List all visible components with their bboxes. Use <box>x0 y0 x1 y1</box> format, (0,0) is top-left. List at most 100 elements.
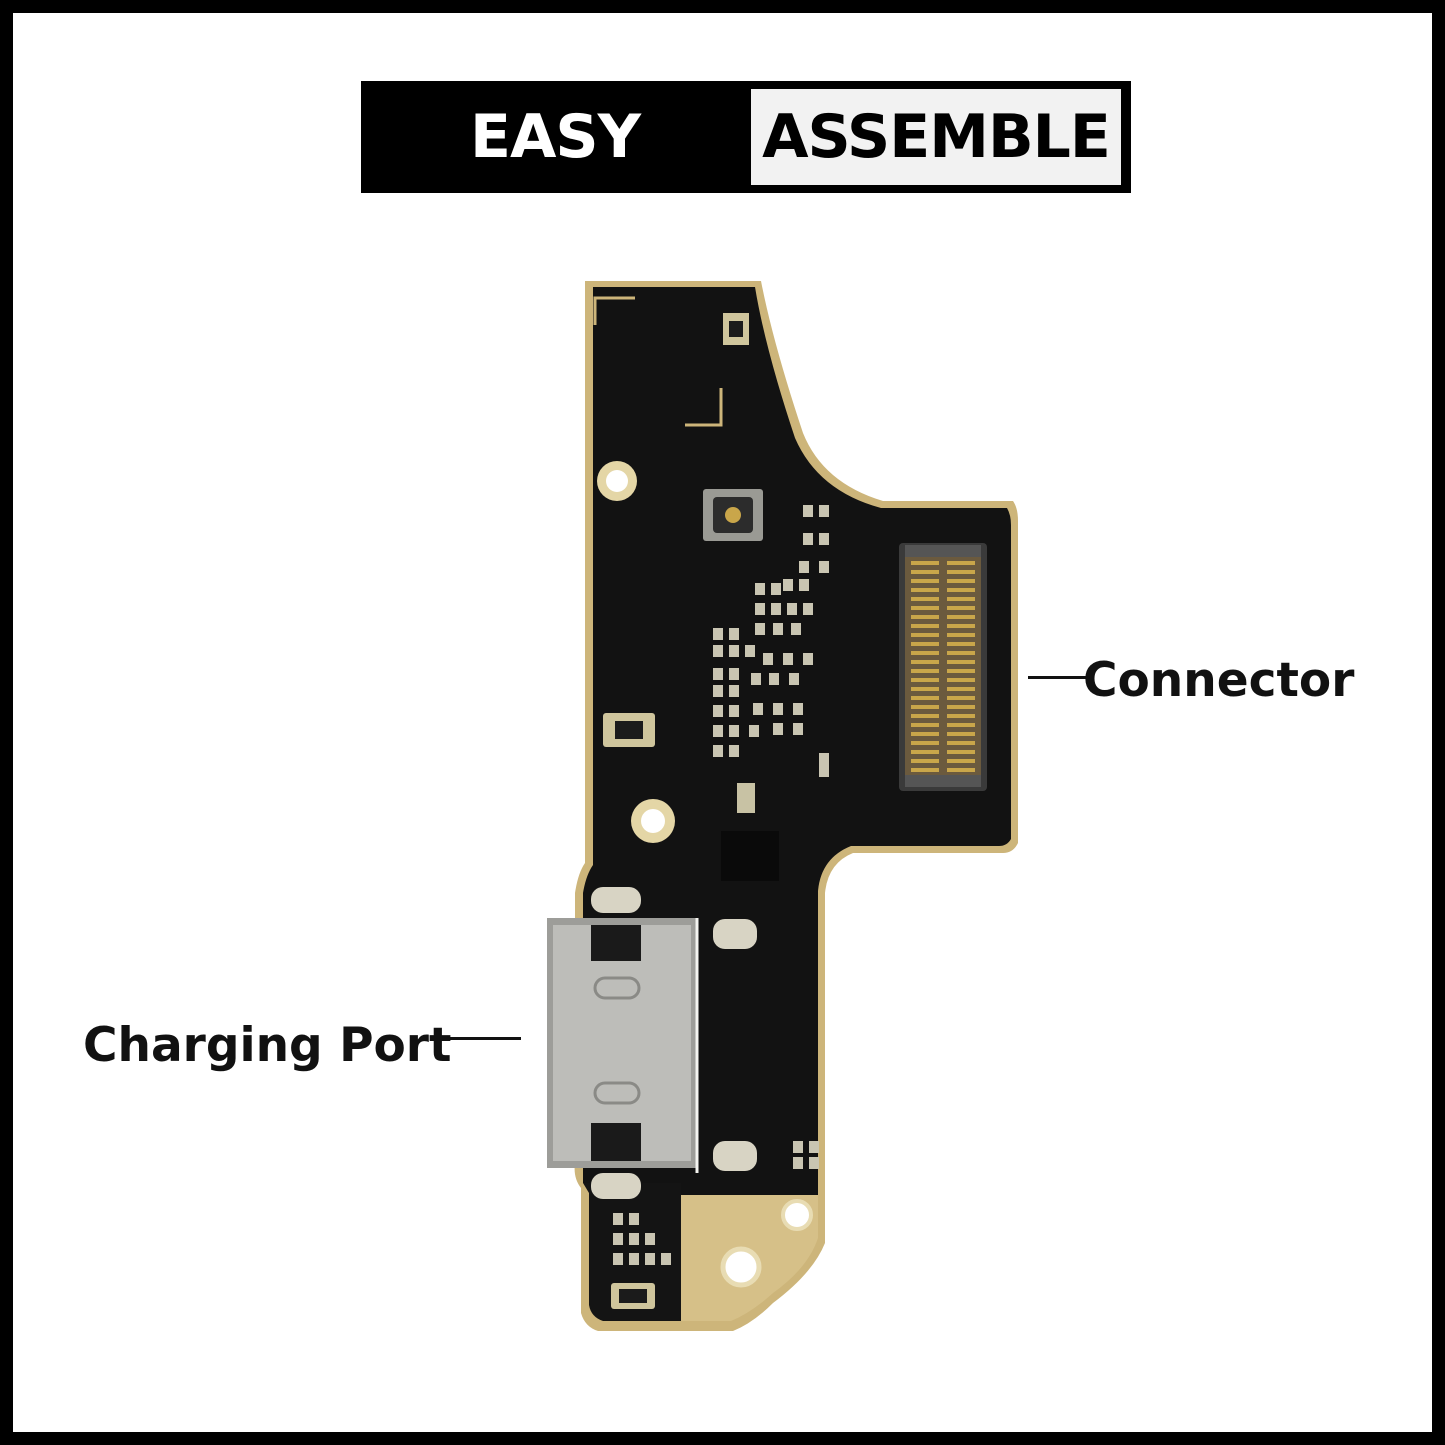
btb-pin <box>947 597 975 601</box>
smd-part <box>729 705 739 717</box>
smd-part <box>713 745 723 757</box>
antenna-pin <box>725 507 741 523</box>
btb-pin <box>911 669 939 673</box>
btb-pin <box>947 561 975 565</box>
btb-pin <box>911 579 939 583</box>
smd-part <box>755 623 765 635</box>
mount-hole <box>720 1246 762 1288</box>
btb-pin <box>911 741 939 745</box>
btb-pin <box>911 705 939 709</box>
smd-part <box>791 623 801 635</box>
smd-part <box>793 1157 803 1169</box>
btb-pin <box>947 705 975 709</box>
smd-part <box>789 673 799 685</box>
btb-pin <box>947 687 975 691</box>
smd-part <box>819 505 829 517</box>
btb-pin <box>947 633 975 637</box>
btb-pin <box>947 696 975 700</box>
ic-chip <box>721 831 779 881</box>
smd-part <box>629 1253 639 1265</box>
usb-solder-pad <box>713 1141 757 1171</box>
btb-pin <box>911 588 939 592</box>
usb-port-shell <box>553 925 691 1161</box>
smd-part <box>803 653 813 665</box>
btb-pin <box>947 579 975 583</box>
smd-part <box>745 645 755 657</box>
image-frame: EASY ASSEMBLE <box>13 13 1432 1432</box>
btb-pin <box>947 714 975 718</box>
btb-pin <box>911 606 939 610</box>
btb-pin <box>911 570 939 574</box>
usb-solder-pad <box>591 887 641 913</box>
smd-part <box>773 723 783 735</box>
btb-pin <box>911 597 939 601</box>
btb-pin <box>947 606 975 610</box>
smd-part <box>713 628 723 640</box>
smd-part <box>753 703 763 715</box>
btb-pin <box>911 642 939 646</box>
smd-part <box>809 1157 819 1169</box>
btb-connector-end <box>905 775 981 787</box>
smd-part <box>793 723 803 735</box>
pcb-lower-strip <box>583 1183 681 1321</box>
smd-part <box>713 685 723 697</box>
btb-pin <box>947 741 975 745</box>
usb-port-slot <box>593 1081 641 1105</box>
smd-part <box>787 603 797 615</box>
btb-pin <box>911 660 939 664</box>
smd-part <box>729 725 739 737</box>
charging-port-pointer-line <box>449 1037 521 1040</box>
smd-part <box>763 653 773 665</box>
mount-hole <box>781 1199 813 1231</box>
smd-part <box>809 1141 819 1153</box>
smd-part <box>819 753 829 765</box>
smd-part <box>755 583 765 595</box>
connector-label: Connector <box>1083 653 1355 708</box>
smd-part <box>613 1233 623 1245</box>
btb-pin <box>911 759 939 763</box>
solder-pad-inner <box>615 721 643 739</box>
smd-part <box>799 579 809 591</box>
btb-pin <box>911 768 939 772</box>
smd-part <box>661 1253 671 1265</box>
smd-part <box>769 673 779 685</box>
smd-part <box>729 685 739 697</box>
btb-pin-rows <box>911 561 975 772</box>
smd-part <box>729 668 739 680</box>
btb-pin <box>911 624 939 628</box>
usb-solder-pad <box>591 1173 641 1199</box>
solder-pad-inner <box>729 321 743 337</box>
smd-part <box>771 583 781 595</box>
mount-hole-center <box>641 809 665 833</box>
smd-part <box>771 603 781 615</box>
btb-pin <box>911 678 939 682</box>
smd-part <box>751 673 761 685</box>
smd-part <box>773 623 783 635</box>
smd-part <box>819 765 829 777</box>
btb-pin <box>947 588 975 592</box>
smd-part <box>799 561 809 573</box>
mount-hole-center <box>606 470 628 492</box>
usb-port-tab <box>591 925 641 961</box>
btb-pin <box>911 732 939 736</box>
smd-part <box>783 579 793 591</box>
btb-pin <box>911 687 939 691</box>
charging-port-label: Charging Port <box>83 1018 452 1073</box>
btb-connector-end <box>905 545 981 557</box>
btb-pin <box>947 669 975 673</box>
btb-pin <box>947 615 975 619</box>
smd-part <box>645 1253 655 1265</box>
btb-connector-pins <box>905 553 981 781</box>
btb-pin <box>947 651 975 655</box>
charging-board-pcb <box>547 281 1018 1331</box>
smd-part <box>793 1141 803 1153</box>
btb-pin <box>911 633 939 637</box>
btb-pin <box>911 723 939 727</box>
smd-part <box>729 628 739 640</box>
smd-part <box>755 603 765 615</box>
btb-pin <box>911 561 939 565</box>
smd-part <box>749 725 759 737</box>
smd-part <box>729 645 739 657</box>
smd-part <box>713 645 723 657</box>
smd-part <box>629 1213 639 1225</box>
